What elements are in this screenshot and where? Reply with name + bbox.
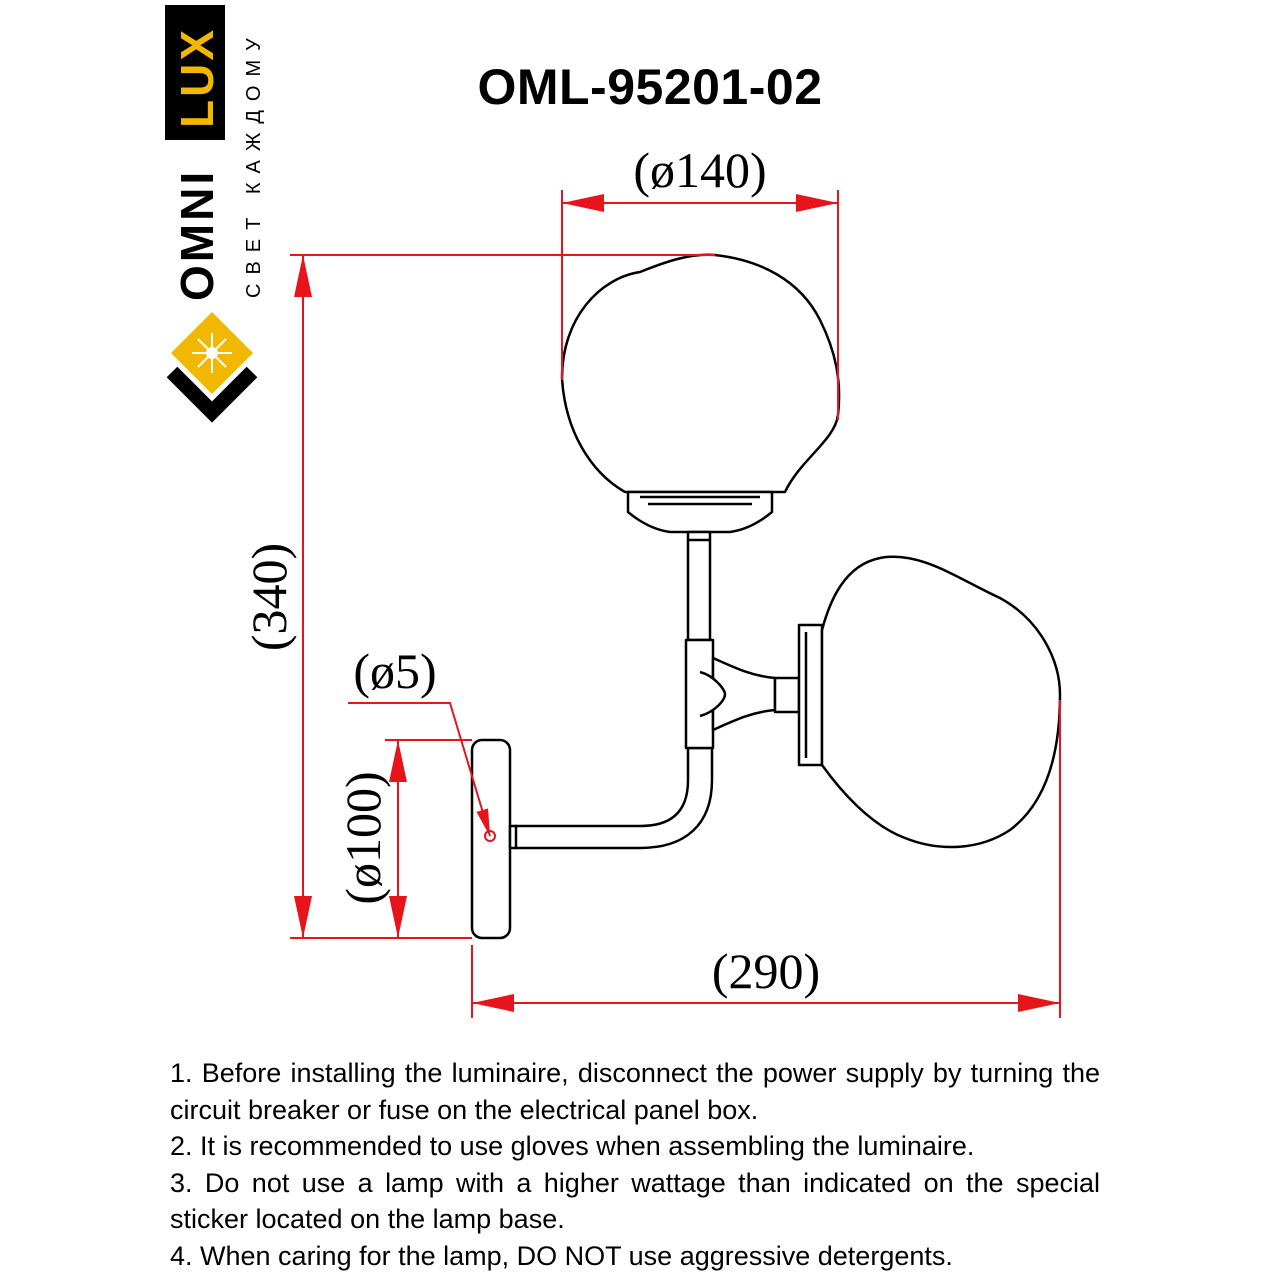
logo-text-lux: LUX xyxy=(171,27,223,128)
width-label: (290) xyxy=(712,943,820,999)
height-label: (340) xyxy=(241,543,297,651)
shade-diameter-label: (ø140) xyxy=(633,142,766,198)
curved-arm xyxy=(513,746,714,850)
model-code: OML-95201-02 xyxy=(477,59,823,115)
side-shade-holder xyxy=(797,623,824,767)
safety-notes: 1. Before installing the luminaire, disc… xyxy=(170,1055,1100,1274)
logo-tagline: СВЕТ КАЖДОМУ xyxy=(243,29,265,298)
note-item: 3. Do not use a lamp with a higher watta… xyxy=(170,1167,1100,1235)
screw-leader-line xyxy=(348,702,491,837)
note-item: 1. Before installing the luminaire, disc… xyxy=(170,1058,1100,1125)
side-glass-shade xyxy=(820,555,1062,849)
logo-black-block xyxy=(165,5,225,135)
lamp-drawing xyxy=(470,253,1062,940)
vertical-rod xyxy=(686,530,712,642)
screw-diameter-label: (ø5) xyxy=(353,643,436,699)
note-item: 4. When caring for the lamp, DO NOT use … xyxy=(170,1240,953,1271)
brand-logo: OMNI LUX СВЕТ КАЖДОМУ xyxy=(165,5,265,423)
logo-sparkle-icon xyxy=(192,333,232,373)
wall-plate xyxy=(470,738,512,940)
base-diameter-label: (ø100) xyxy=(335,771,391,904)
dimension-lines xyxy=(290,190,1061,1018)
logo-chevron-icon xyxy=(166,366,258,423)
top-shade-holder xyxy=(626,490,774,534)
note-item: 2. It is recommended to use gloves when … xyxy=(170,1131,975,1161)
logo-text-omni: OMNI xyxy=(171,169,223,301)
side-socket xyxy=(773,676,801,714)
top-glass-shade xyxy=(560,253,841,494)
